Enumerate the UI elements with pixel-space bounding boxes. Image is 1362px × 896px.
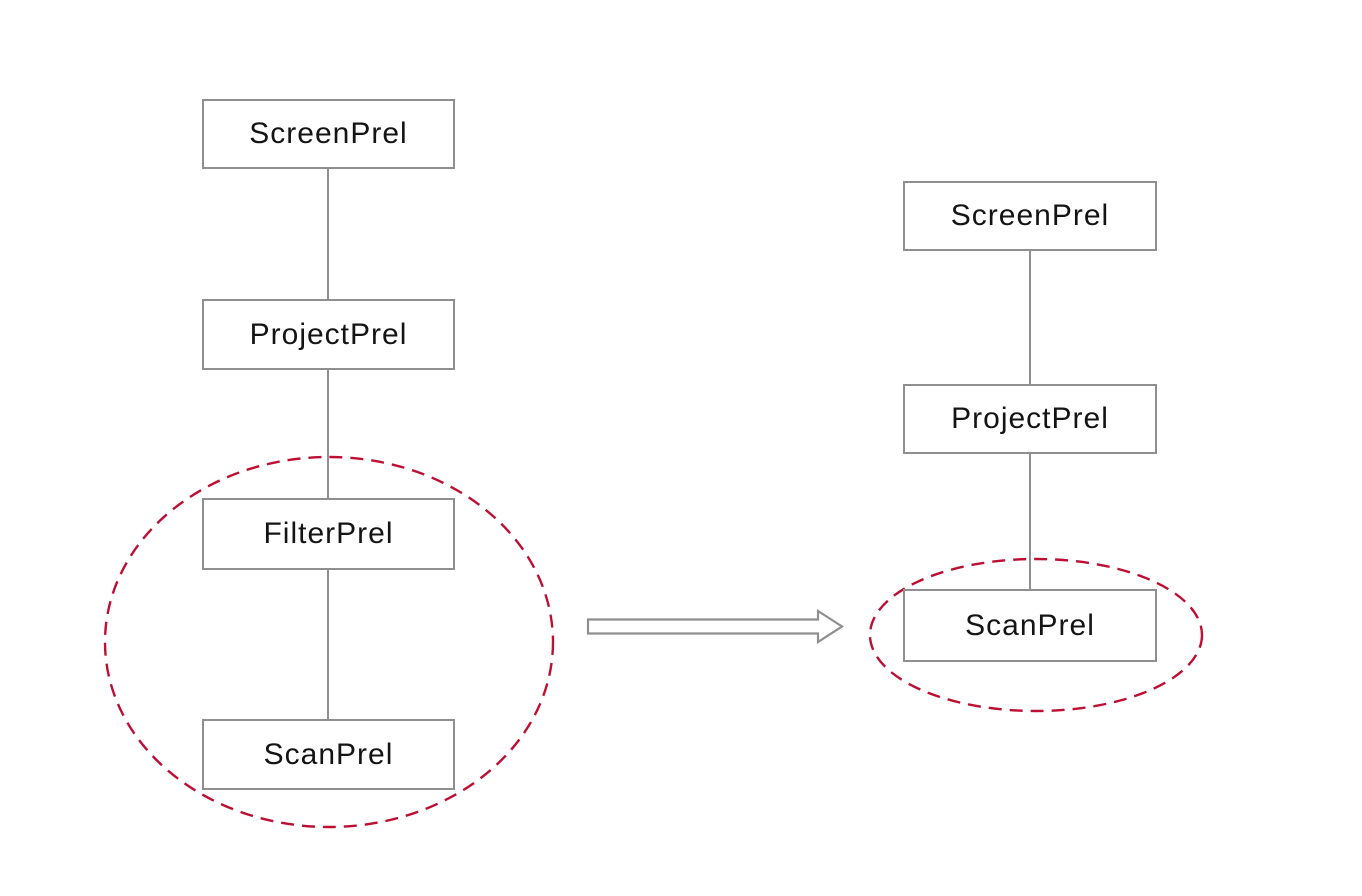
right-node-scanprel: ScanPrel xyxy=(903,589,1157,662)
right-node-screenprel: ScreenPrel xyxy=(903,181,1157,251)
left-node-screenprel: ScreenPrel xyxy=(202,99,455,169)
node-label: ScanPrel xyxy=(965,608,1095,642)
node-label: ScreenPrel xyxy=(249,117,408,150)
node-label: ScanPrel xyxy=(263,737,394,771)
node-label: FilterPrel xyxy=(263,517,394,550)
node-label: ScreenPrel xyxy=(950,199,1110,232)
left-node-projectprel: ProjectPrel xyxy=(202,299,455,370)
node-label: ProjectPrel xyxy=(951,402,1109,435)
right-highlight-dashed-ellipse xyxy=(868,557,1204,713)
right-node-projectprel: ProjectPrel xyxy=(903,384,1157,454)
left-node-scanprel: ScanPrel xyxy=(202,719,455,790)
left-highlight-dashed-ellipse xyxy=(103,455,555,829)
left-node-filterprel: FilterPrel xyxy=(202,498,455,570)
right-arrow-icon xyxy=(586,608,845,645)
node-label: ProjectPrel xyxy=(249,317,408,351)
